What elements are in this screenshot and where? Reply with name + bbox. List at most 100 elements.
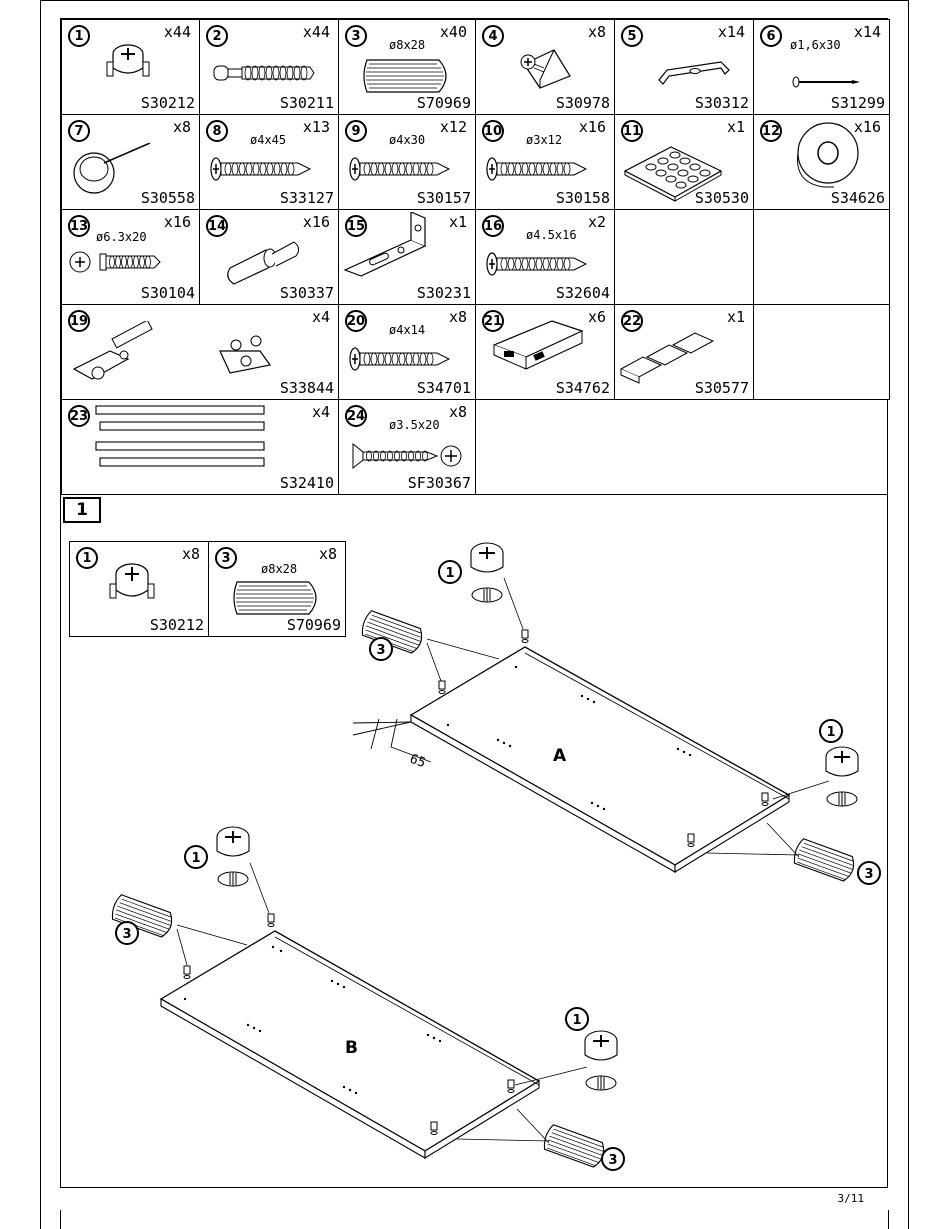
part-number: 11 xyxy=(621,120,643,142)
screw-icon xyxy=(486,252,588,276)
callout-number: 1 xyxy=(191,851,200,866)
part-quantity: x40 xyxy=(439,23,467,41)
part-number: 22 xyxy=(621,310,643,332)
part-dimension: ø6.3x20 xyxy=(96,230,147,244)
callout-number: 1 xyxy=(445,566,454,581)
part-dimension: ø8x28 xyxy=(389,38,426,52)
footer-tick-right xyxy=(888,1210,889,1229)
callout-number: 1 xyxy=(826,725,835,740)
step-part-cell: 1 x8 S30212 xyxy=(69,541,209,637)
nail-icon xyxy=(792,76,860,88)
step-number: 1 xyxy=(63,497,101,523)
part-quantity: x16 xyxy=(578,118,606,136)
part-quantity: x14 xyxy=(853,23,881,41)
part-code: S30577 xyxy=(694,379,749,397)
part-code: S30211 xyxy=(279,94,334,112)
drawer-runner-icon xyxy=(95,405,265,467)
part-number: 2 xyxy=(206,25,228,47)
bumper-sheet-icon xyxy=(623,146,723,202)
part-code: S32410 xyxy=(279,474,334,492)
part-quantity: x13 xyxy=(302,118,330,136)
part-code: SF30367 xyxy=(407,474,471,492)
wooden-dowel-icon xyxy=(363,59,447,93)
countersunk-screw-icon xyxy=(352,442,462,470)
part-quantity: x16 xyxy=(853,118,881,136)
part-number: 15 xyxy=(345,215,367,237)
part-code: S34762 xyxy=(555,379,610,397)
part-code: S33127 xyxy=(279,189,334,207)
part-quantity: x1 xyxy=(726,308,745,326)
part-number: 5 xyxy=(621,25,643,47)
step-part-cell: 3 x8 ø8x28 S70969 xyxy=(208,541,346,637)
part-quantity: x6 xyxy=(587,308,606,326)
part-dimension: ø3.5x20 xyxy=(389,418,440,432)
part-code: S30157 xyxy=(416,189,471,207)
callout-number: 1 xyxy=(572,1013,581,1028)
cam-lock-icon xyxy=(109,563,155,599)
part-code: S30231 xyxy=(416,284,471,302)
part-code: S32604 xyxy=(555,284,610,302)
shelf-pin-icon xyxy=(227,241,300,285)
part-quantity: x8 xyxy=(172,118,191,136)
empty-part-cell xyxy=(753,304,890,400)
part-dimension: ø4x45 xyxy=(250,133,287,147)
empty-part-cell xyxy=(475,399,888,495)
part-dimension: ø4.5x16 xyxy=(526,228,577,242)
angle-bracket-icon xyxy=(343,212,427,277)
part-quantity: x16 xyxy=(302,213,330,231)
callout-number: 3 xyxy=(122,927,131,942)
step-part-code: S30212 xyxy=(149,616,204,634)
empty-part-cell xyxy=(753,209,890,305)
part-number: 4 xyxy=(482,25,504,47)
part-quantity: x44 xyxy=(302,23,330,41)
part-dimension: ø4x30 xyxy=(389,133,426,147)
part-quantity: x1 xyxy=(726,118,745,136)
part-number: 13 xyxy=(68,215,90,237)
cabinet-hinge-icon xyxy=(72,321,272,380)
part-code: S30530 xyxy=(694,189,749,207)
part-dimension: ø4x14 xyxy=(389,323,426,337)
callout-number: 3 xyxy=(608,1153,617,1168)
assembly-diagram: A 65 xyxy=(109,542,881,1171)
part-quantity: x14 xyxy=(717,23,745,41)
part-number: 8 xyxy=(206,120,228,142)
part-quantity: x8 xyxy=(448,308,467,326)
step-part-number: 3 xyxy=(215,547,237,569)
page-border-top xyxy=(40,0,909,1)
panel-a xyxy=(409,629,791,873)
panel-b xyxy=(159,913,541,1159)
screw-icon xyxy=(349,157,451,181)
part-code: S30158 xyxy=(555,189,610,207)
part-code: S30337 xyxy=(279,284,334,302)
step-part-code: S70969 xyxy=(286,616,341,634)
part-quantity: x2 xyxy=(587,213,606,231)
euro-screw-icon xyxy=(69,251,161,273)
part-quantity: x12 xyxy=(439,118,467,136)
part-number: 23 xyxy=(68,405,90,427)
corner-block-icon xyxy=(520,49,571,89)
part-quantity: x8 xyxy=(448,403,467,421)
step-part-quantity: x8 xyxy=(318,545,337,563)
panel-b-label: B xyxy=(345,1038,358,1058)
part-dimension: ø3x12 xyxy=(526,133,563,147)
screw-icon xyxy=(486,157,588,181)
part-quantity: x1 xyxy=(448,213,467,231)
back-panel-clip-icon xyxy=(658,61,730,85)
callout-number: 3 xyxy=(376,643,385,658)
part-number: 24 xyxy=(345,405,367,427)
